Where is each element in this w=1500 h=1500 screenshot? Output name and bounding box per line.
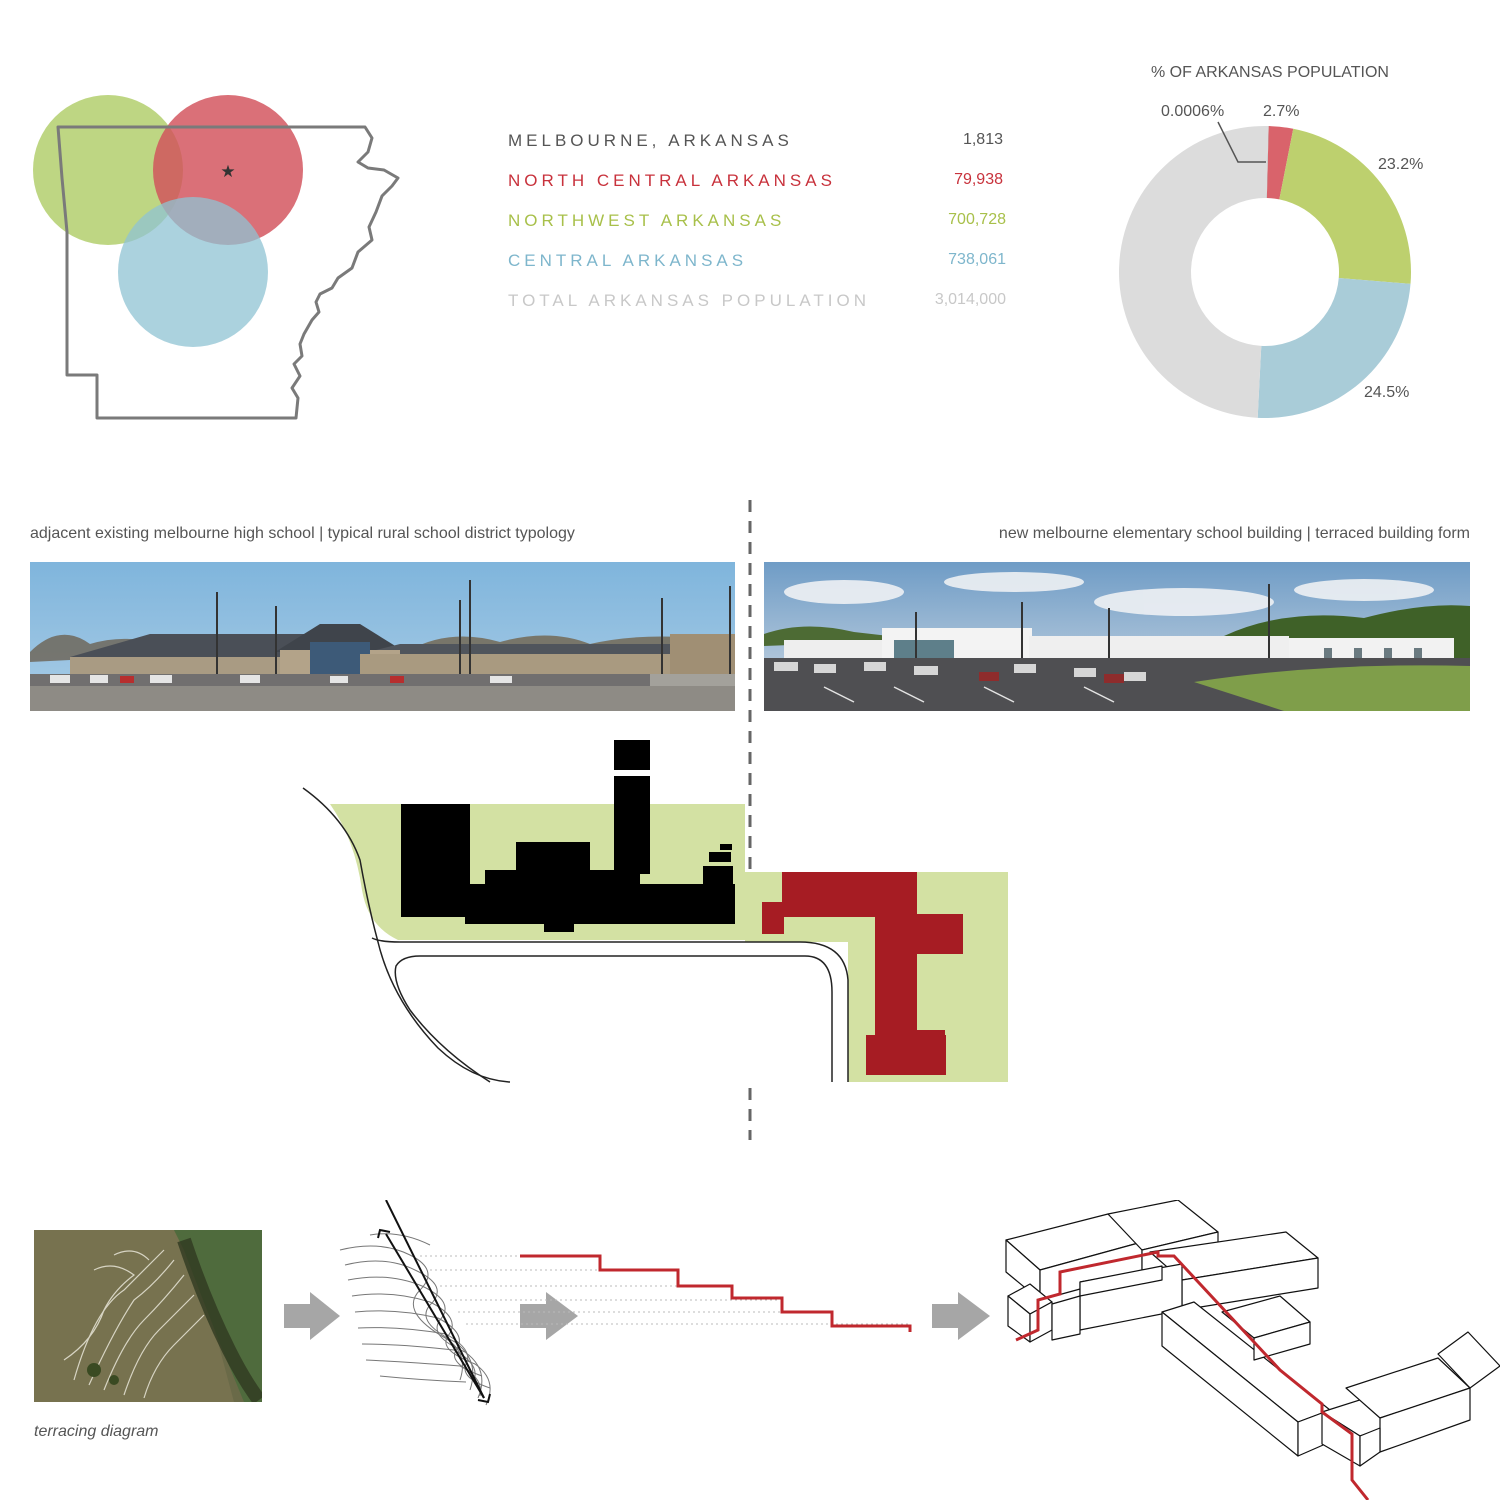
caption-terracing-diagram: terracing diagram bbox=[34, 1423, 159, 1440]
donut-slice-northwest bbox=[1279, 128, 1411, 284]
road-edge-outer bbox=[302, 787, 511, 1083]
population-label: CENTRAL ARKANSAS bbox=[508, 251, 748, 270]
population-value: 1,813 bbox=[962, 131, 1003, 148]
arrow-right-icon bbox=[284, 1292, 340, 1340]
population-value: 3,014,000 bbox=[934, 291, 1006, 308]
terrace-section-profile bbox=[520, 1254, 912, 1332]
northwest-region-circle bbox=[33, 95, 183, 245]
arrow-right-icon bbox=[520, 1292, 578, 1340]
population-value: 738,061 bbox=[948, 251, 1006, 268]
population-row-north-central: NORTH CENTRAL ARKANSAS 79,938 bbox=[508, 171, 1008, 195]
population-label: NORTHWEST ARKANSAS bbox=[508, 211, 786, 230]
donut-slice-other bbox=[1119, 126, 1269, 418]
star-icon: ★ bbox=[220, 162, 235, 182]
photo-new-elementary-school bbox=[764, 562, 1470, 711]
population-row-melbourne: MELBOURNE, ARKANSAS 1,813 bbox=[508, 131, 1008, 155]
population-row-central: CENTRAL ARKANSAS 738,061 bbox=[508, 251, 1008, 275]
population-row-total: TOTAL ARKANSAS POPULATION 3,014,000 bbox=[508, 291, 1008, 315]
aerial-photo-terraces bbox=[34, 1230, 262, 1402]
terracing-process-diagram bbox=[284, 1200, 1500, 1500]
donut-slice-central bbox=[1257, 278, 1411, 418]
photo-existing-high-school bbox=[30, 562, 735, 711]
population-value: 700,728 bbox=[948, 211, 1006, 228]
arkansas-state-outline bbox=[56, 125, 400, 420]
population-row-northwest: NORTHWEST ARKANSAS 700,728 bbox=[508, 211, 1008, 235]
arkansas-region-map: ★ bbox=[33, 95, 400, 420]
population-donut-chart bbox=[1119, 126, 1411, 418]
population-label: NORTH CENTRAL ARKANSAS bbox=[508, 171, 836, 190]
donut-label-central: 24.5% bbox=[1364, 384, 1410, 401]
site-plan bbox=[302, 740, 1008, 1083]
population-label: MELBOURNE, ARKANSAS bbox=[508, 131, 793, 150]
population-label: TOTAL ARKANSAS POPULATION bbox=[508, 291, 870, 310]
existing-school-footprint bbox=[401, 740, 735, 932]
donut-label-northwest: 23.2% bbox=[1378, 156, 1424, 173]
donut-label-melbourne: 0.0006% bbox=[1161, 103, 1225, 120]
road-edge-south bbox=[394, 955, 833, 1083]
road-edge-north bbox=[371, 937, 849, 1082]
caption-existing-school: adjacent existing melbourne high school … bbox=[30, 525, 575, 542]
donut-leader-line bbox=[1217, 121, 1266, 163]
donut-chart-title: % OF ARKANSAS POPULATION bbox=[1151, 64, 1389, 81]
population-value: 79,938 bbox=[954, 171, 1003, 188]
axonometric-school-model bbox=[1005, 1200, 1500, 1467]
donut-label-north-central: 2.7% bbox=[1263, 103, 1300, 120]
caption-new-school: new melbourne elementary school building… bbox=[998, 525, 1470, 542]
new-school-footprint bbox=[762, 872, 963, 1075]
central-region-circle bbox=[118, 197, 268, 347]
donut-slice-north-central bbox=[1266, 126, 1294, 200]
arrow-right-icon bbox=[932, 1292, 990, 1340]
terrace-line-on-model bbox=[1015, 1250, 1370, 1500]
